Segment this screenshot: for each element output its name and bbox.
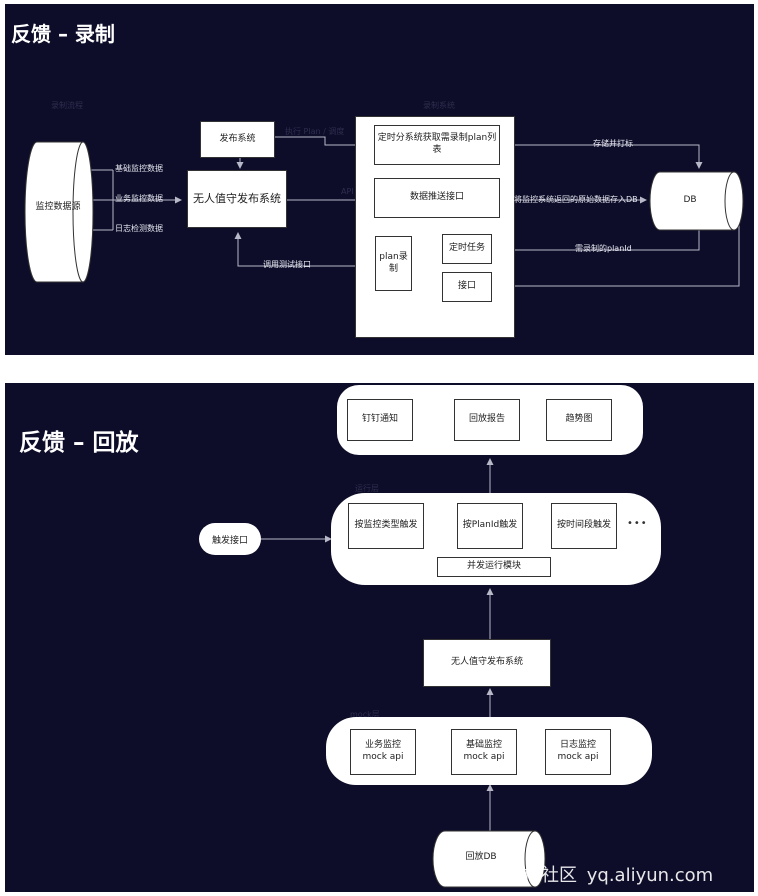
mock-business: 业务监控 mock api (350, 729, 416, 775)
mock-business-line1: 业务监控 (364, 740, 401, 751)
faint-label-run: 运行层 (355, 484, 379, 493)
trend-chart: 趋势图 (546, 399, 612, 441)
faint-label-api: API (341, 187, 354, 196)
mock-business-line2: mock api (362, 752, 404, 762)
trigger-api: 触发接口 (199, 523, 261, 555)
replay-db-label: 回放DB (465, 852, 497, 863)
label-store-print: 存储并打标 (593, 139, 633, 148)
label-log-data: 日志检测数据 (115, 224, 163, 233)
more-icon: ••• (627, 518, 648, 529)
mock-basic: 基础监控 mock api (451, 729, 517, 775)
record-api: 接口 (442, 272, 492, 302)
dingtalk-notify: 钉钉通知 (347, 399, 413, 441)
watermark-url: yq.aliyun.com (586, 865, 714, 886)
timer-task: 定时任务 (442, 234, 492, 264)
concurrent-module: 并发运行模块 (437, 557, 551, 577)
data-push-api: 数据推送接口 (374, 178, 500, 218)
label-need-planid: 需录制的planId (575, 244, 632, 253)
mock-log-line2: mock api (557, 752, 599, 762)
record-panel: 反馈 – 录制 录制流程 录制系统 执行 Plan / 调度 API (5, 4, 754, 355)
watermark: 云栖社区 yq.aliyun.com (505, 861, 713, 887)
replay-unattended-system: 无人值守发布系统 (423, 639, 551, 687)
trigger-by-monitor-type: 按监控类型触发 (348, 503, 424, 549)
replay-connectors (261, 458, 494, 831)
db-label: DB (683, 195, 697, 206)
db-cylinder (649, 171, 744, 231)
plan-record-label: plan录制 (379, 251, 408, 274)
label-business-data: 业务监控数据 (115, 194, 163, 203)
watermark-cn: 云栖社区 (505, 865, 577, 886)
label-call-api: 调用测试接口 (263, 260, 311, 269)
replay-db-cylinder (432, 830, 546, 888)
source-label: 监控数据源 (35, 202, 81, 213)
unattended-system: 无人值守发布系统 (187, 170, 287, 228)
replay-panel: 反馈 – 回放 运行层 mock层 钉钉通知 回放报告 趋势图 触发接口 按监控… (5, 383, 754, 892)
replay-report: 回放报告 (454, 399, 520, 441)
replay-title: 反馈 – 回放 (19, 430, 139, 456)
mock-basic-line2: mock api (463, 752, 505, 762)
mock-log: 日志监控 mock api (545, 729, 611, 775)
mock-basic-line1: 基础监控 (465, 740, 502, 751)
plan-record: plan录制 (375, 236, 412, 291)
faint-label-mock: mock层 (350, 710, 380, 719)
label-basic-data: 基础监控数据 (115, 164, 163, 173)
faint-label-mid: 录制系统 (423, 101, 455, 110)
trigger-by-time: 按时间段触发 (551, 503, 617, 549)
label-push-db: 将监控系统返回的原始数据存入DB (514, 195, 638, 204)
record-title: 反馈 – 录制 (11, 22, 115, 46)
trigger-api-label: 触发接口 (211, 535, 248, 546)
mock-log-line1: 日志监控 (559, 740, 596, 751)
trigger-by-planid: 按PlanId触发 (457, 503, 523, 549)
get-plan-list: 定时分系统获取需录制plan列表 (374, 125, 500, 165)
faint-label-left: 录制流程 (51, 101, 83, 110)
source-cylinder (24, 141, 94, 283)
faint-label-top: 执行 Plan / 调度 (285, 127, 345, 136)
publish-system: 发布系统 (200, 121, 275, 158)
